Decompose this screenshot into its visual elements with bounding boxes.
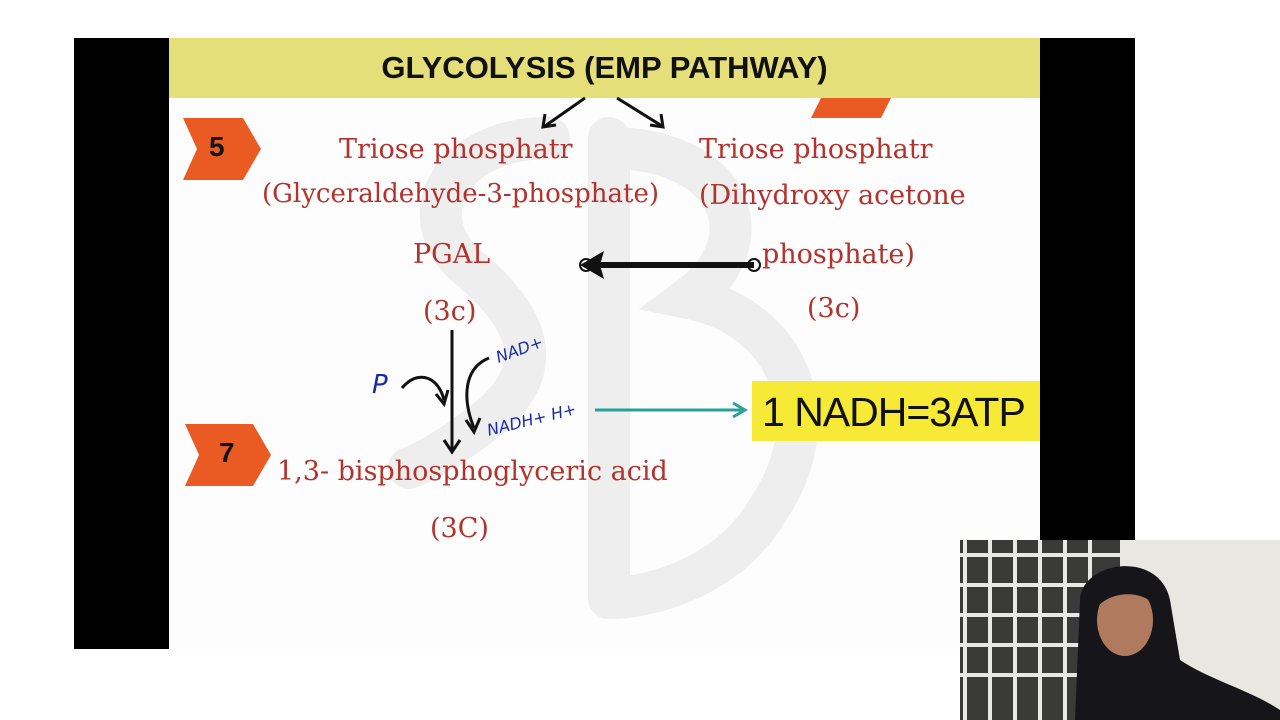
presenter-video-frame bbox=[960, 540, 1280, 720]
right-product-full-name-2: phosphate) bbox=[762, 239, 915, 270]
slide: GLYCOLYSIS (EMP PATHWAY) 5 Triose phosph… bbox=[169, 38, 1040, 649]
reaction-arrows bbox=[400, 330, 490, 455]
split-arrows bbox=[541, 96, 665, 129]
final-product-name: 1,3- bisphosphoglyceric acid bbox=[277, 456, 668, 487]
left-product-name: Triose phosphatr bbox=[339, 134, 573, 165]
step-badge-5: 5 bbox=[175, 118, 261, 180]
badge-6-partial bbox=[811, 98, 891, 118]
step-badge-7: 7 bbox=[185, 424, 271, 486]
atp-callout: 1 NADH=3ATP bbox=[752, 381, 1040, 441]
slide-title: GLYCOLYSIS (EMP PATHWAY) bbox=[381, 50, 828, 85]
right-product-full-name-1: (Dihydroxy acetone bbox=[699, 180, 966, 211]
final-product-carbons: (3C) bbox=[430, 513, 489, 544]
title-bar: GLYCOLYSIS (EMP PATHWAY) bbox=[169, 38, 1040, 98]
left-product-carbons: (3c) bbox=[423, 296, 477, 327]
presenter-webcam bbox=[960, 540, 1280, 720]
left-product-full-name: (Glyceraldehyde-3-phosphate) bbox=[262, 179, 659, 209]
step-number-5: 5 bbox=[209, 131, 225, 162]
step-number-7: 7 bbox=[219, 437, 235, 468]
callout-arrow bbox=[595, 401, 748, 419]
isomerase-arrow bbox=[579, 251, 761, 279]
phosphate-label: P bbox=[372, 370, 388, 400]
right-product-name: Triose phosphatr bbox=[699, 134, 933, 165]
right-product-carbons: (3c) bbox=[807, 293, 861, 324]
left-product-abbrev: PGAL bbox=[413, 239, 491, 270]
